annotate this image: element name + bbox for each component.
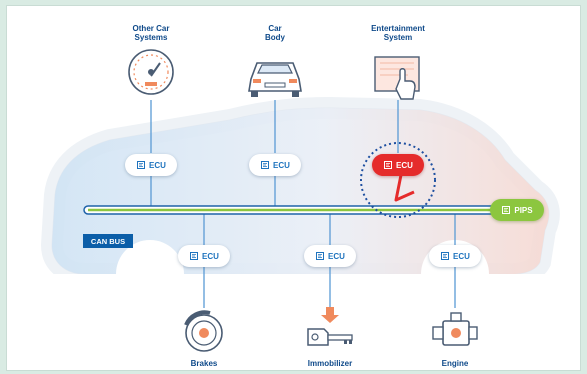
pips-label: PIPS [514, 205, 533, 215]
ecu-brakes[interactable]: ECU [178, 245, 230, 267]
key-lock-icon [307, 307, 353, 346]
chip-icon [261, 161, 270, 169]
ecu-label: ECU [149, 160, 166, 170]
speedometer-icon [128, 49, 174, 95]
attack-indicator [360, 142, 436, 218]
car-silhouette [40, 96, 560, 308]
ecu-entertainment-compromised[interactable]: ECU [372, 154, 424, 176]
ecu-label: ECU [202, 251, 219, 261]
label-brakes: Brakes [190, 359, 218, 368]
can-bus-line [83, 205, 503, 215]
ecu-label: ECU [396, 160, 413, 170]
ecu-other-car-systems[interactable]: ECU [125, 154, 177, 176]
engine-icon [432, 312, 478, 346]
ecu-label: ECU [328, 251, 345, 261]
label-engine: Engine [441, 359, 469, 368]
connector-lines [150, 100, 456, 308]
chip-icon [441, 252, 450, 260]
ecu-label: ECU [273, 160, 290, 170]
chip-icon [137, 161, 146, 169]
brake-disc-icon [184, 310, 223, 352]
chip-icon [316, 252, 325, 260]
ecu-engine[interactable]: ECU [429, 245, 481, 267]
chip-icon [384, 161, 393, 169]
touchscreen-hand-icon [374, 56, 420, 100]
can-bus-badge: CAN BUS [83, 234, 133, 248]
pips-module[interactable]: PIPS [490, 199, 544, 221]
ecu-label: ECU [453, 251, 470, 261]
label-immobilizer: Immobilizer [307, 359, 353, 368]
ecu-car-body[interactable]: ECU [249, 154, 301, 176]
car-front-icon [248, 62, 302, 97]
chip-icon [190, 252, 199, 260]
ecu-immobilizer[interactable]: ECU [304, 245, 356, 267]
chip-icon [502, 206, 511, 214]
